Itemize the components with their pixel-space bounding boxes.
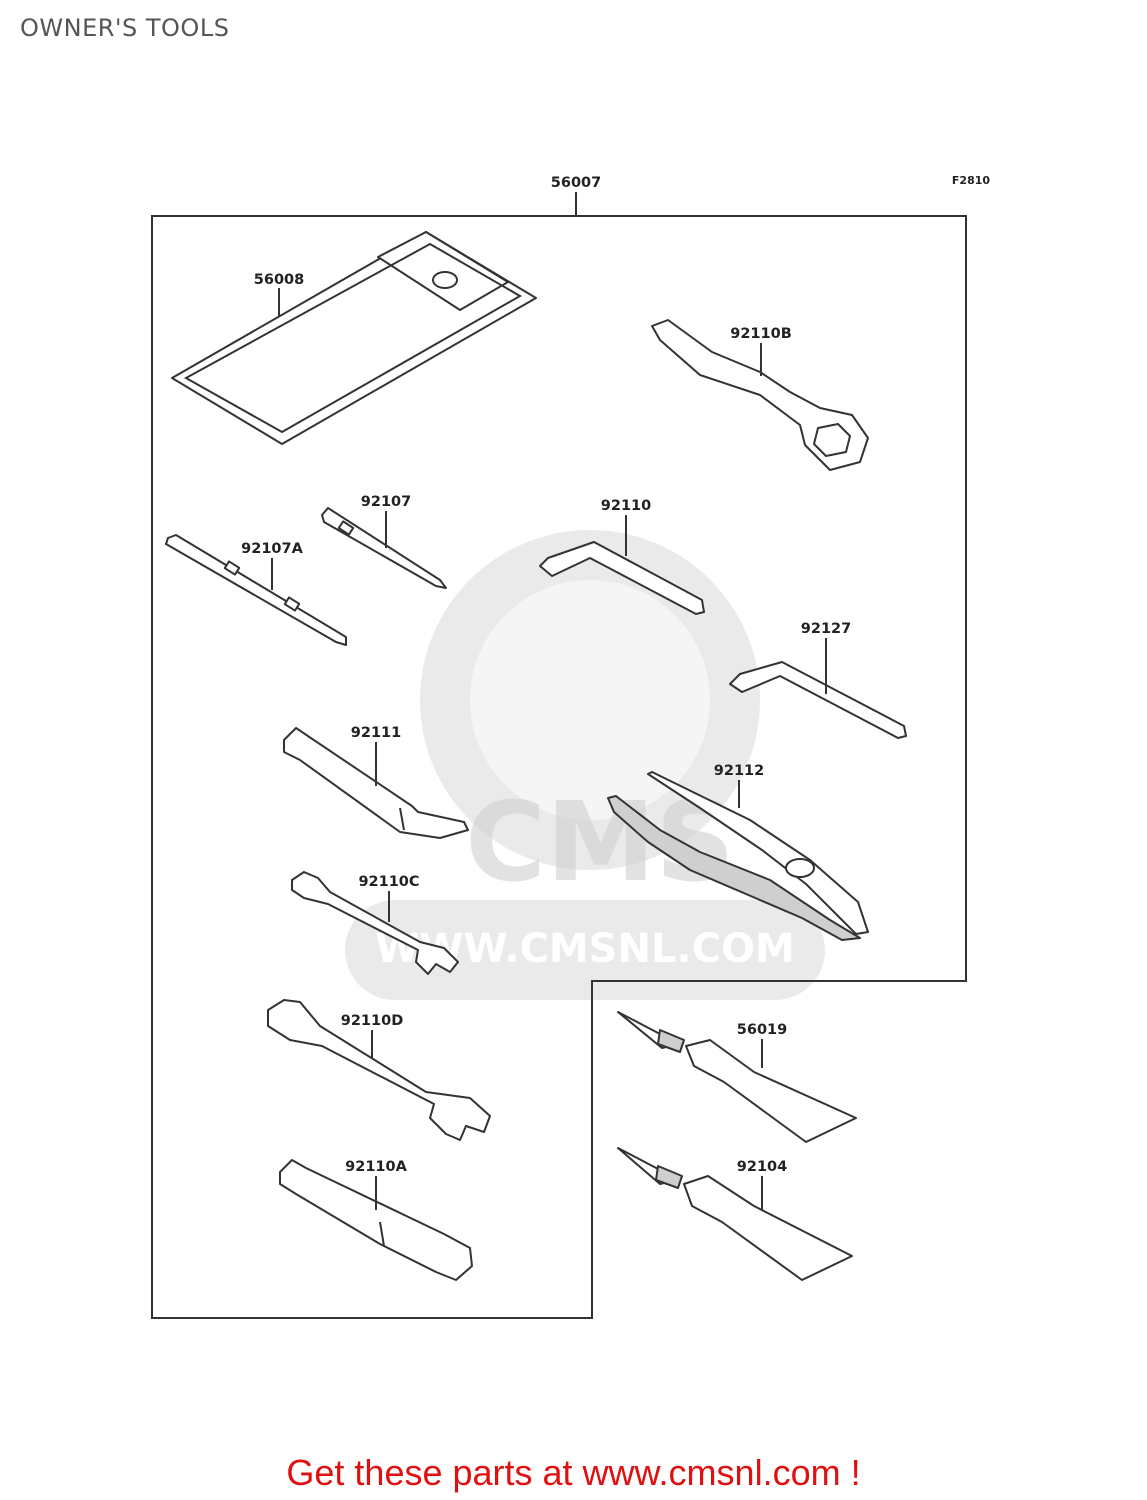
screwdriver-bit xyxy=(321,507,447,589)
page-title: OWNER'S TOOLS xyxy=(20,14,230,42)
label-92112: 92112 xyxy=(714,763,764,779)
label-56019: 56019 xyxy=(737,1022,787,1038)
wrench-small xyxy=(291,871,459,975)
label-92110B: 92110B xyxy=(730,326,792,342)
promo-link[interactable]: Get these parts at www.cmsnl.com ! xyxy=(286,1452,861,1493)
label-92107: 92107 xyxy=(361,494,411,510)
wrench-large xyxy=(267,999,491,1141)
label-92110A: 92110A xyxy=(345,1159,407,1175)
grease-tube-2 xyxy=(617,1147,853,1281)
label-56008: 56008 xyxy=(254,272,304,288)
plug-wrench xyxy=(279,1159,473,1281)
hex-key-large xyxy=(539,541,705,615)
screwdriver xyxy=(165,534,347,646)
pliers xyxy=(607,771,869,941)
hex-key-small xyxy=(729,661,907,739)
label-92111: 92111 xyxy=(351,725,401,741)
tool-pouch xyxy=(171,231,537,445)
kit-frame xyxy=(151,215,967,1319)
label-92110D: 92110D xyxy=(341,1013,403,1029)
label-56007: 56007 xyxy=(551,175,601,191)
label-92110C: 92110C xyxy=(358,874,419,890)
label-92110: 92110 xyxy=(601,498,651,514)
label-92104: 92104 xyxy=(737,1159,787,1175)
box-wrench xyxy=(651,319,869,471)
figure-code: F2810 xyxy=(952,174,990,187)
label-92107A: 92107A xyxy=(241,541,303,557)
label-92127: 92127 xyxy=(801,621,851,637)
parts-diagram: CMS WWW.CMSNL.COM 56007 F2810 56008 9211… xyxy=(151,174,990,1319)
grease-tube-1 xyxy=(617,1011,857,1143)
